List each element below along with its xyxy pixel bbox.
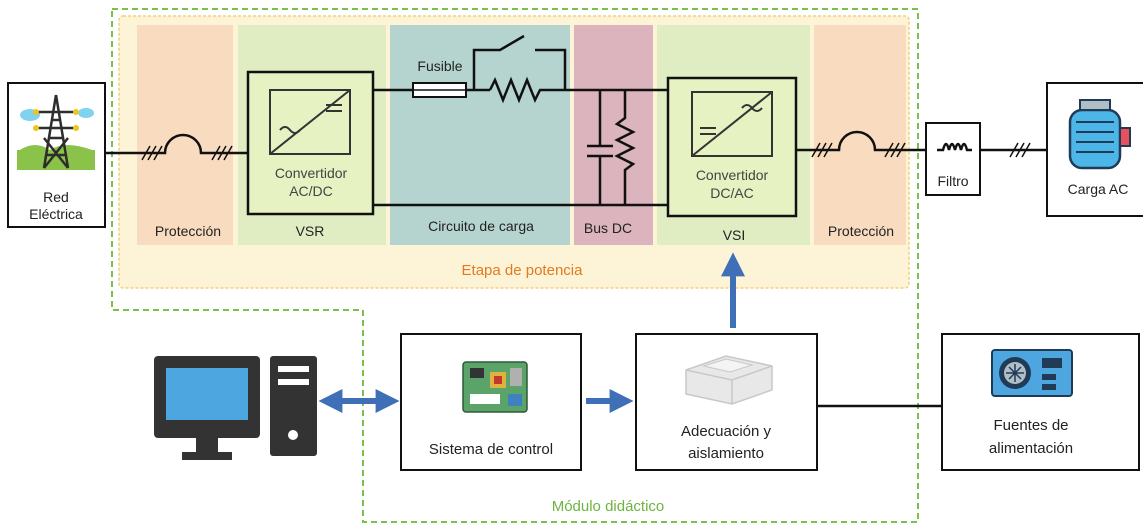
ac-dc-converter-line2: AC/DC bbox=[289, 183, 333, 199]
power-tower-icon bbox=[17, 94, 95, 170]
computer-icon bbox=[154, 356, 317, 460]
filter-box bbox=[925, 122, 981, 196]
power-supply-icon bbox=[991, 349, 1073, 397]
grid-label-line1: Red bbox=[43, 189, 69, 205]
converter-symbol-icon bbox=[691, 91, 773, 157]
grid-label-line2: Eléctrica bbox=[29, 206, 83, 222]
motor-icon bbox=[1068, 99, 1131, 170]
power-stage-title: Etapa de potencia bbox=[462, 262, 584, 279]
conditioning-label-line1: Adecuación y bbox=[681, 423, 772, 440]
didactic-module-boundary bbox=[111, 8, 919, 523]
conditioning-label-line2: aislamiento bbox=[688, 445, 764, 462]
ac-load-label: Carga AC bbox=[1068, 181, 1129, 197]
ac-dc-converter-line1: Convertidor bbox=[275, 165, 348, 181]
filter-label: Filtro bbox=[937, 173, 968, 189]
control-system-label: Sistema de control bbox=[429, 441, 553, 458]
dc-bus-region bbox=[574, 25, 653, 245]
circuit-board-icon bbox=[462, 361, 528, 413]
dc-ac-converter-line1: Convertidor bbox=[696, 167, 769, 183]
ac-line-left bbox=[105, 133, 248, 161]
protection-left-label: Protección bbox=[155, 223, 221, 239]
protection-right-region bbox=[814, 25, 906, 245]
dc-bus-label: Bus DC bbox=[584, 220, 632, 236]
dc-bus-components bbox=[587, 90, 636, 205]
isolation-module-icon bbox=[685, 355, 773, 405]
ac-dc-converter-box bbox=[246, 70, 375, 216]
inductor-icon bbox=[937, 142, 972, 152]
ac-line-right bbox=[796, 130, 1047, 158]
vsi-label: VSI bbox=[723, 227, 746, 243]
vsr-label: VSR bbox=[296, 223, 325, 239]
dc-ac-converter-box bbox=[666, 76, 798, 218]
didactic-module-title: Módulo didáctico bbox=[552, 498, 665, 515]
dc-ac-converter-line2: DC/AC bbox=[710, 185, 754, 201]
power-supplies-label-line2: alimentación bbox=[989, 440, 1073, 457]
power-supplies-label-line1: Fuentes de bbox=[993, 417, 1068, 434]
converter-symbol-icon bbox=[269, 89, 351, 155]
charge-circuit-label: Circuito de carga bbox=[428, 218, 534, 234]
charge-circuit-region bbox=[390, 25, 570, 245]
fuse-label: Fusible bbox=[417, 58, 462, 74]
charge-circuit-wiring bbox=[373, 34, 668, 207]
protection-right-label: Protección bbox=[828, 223, 894, 239]
